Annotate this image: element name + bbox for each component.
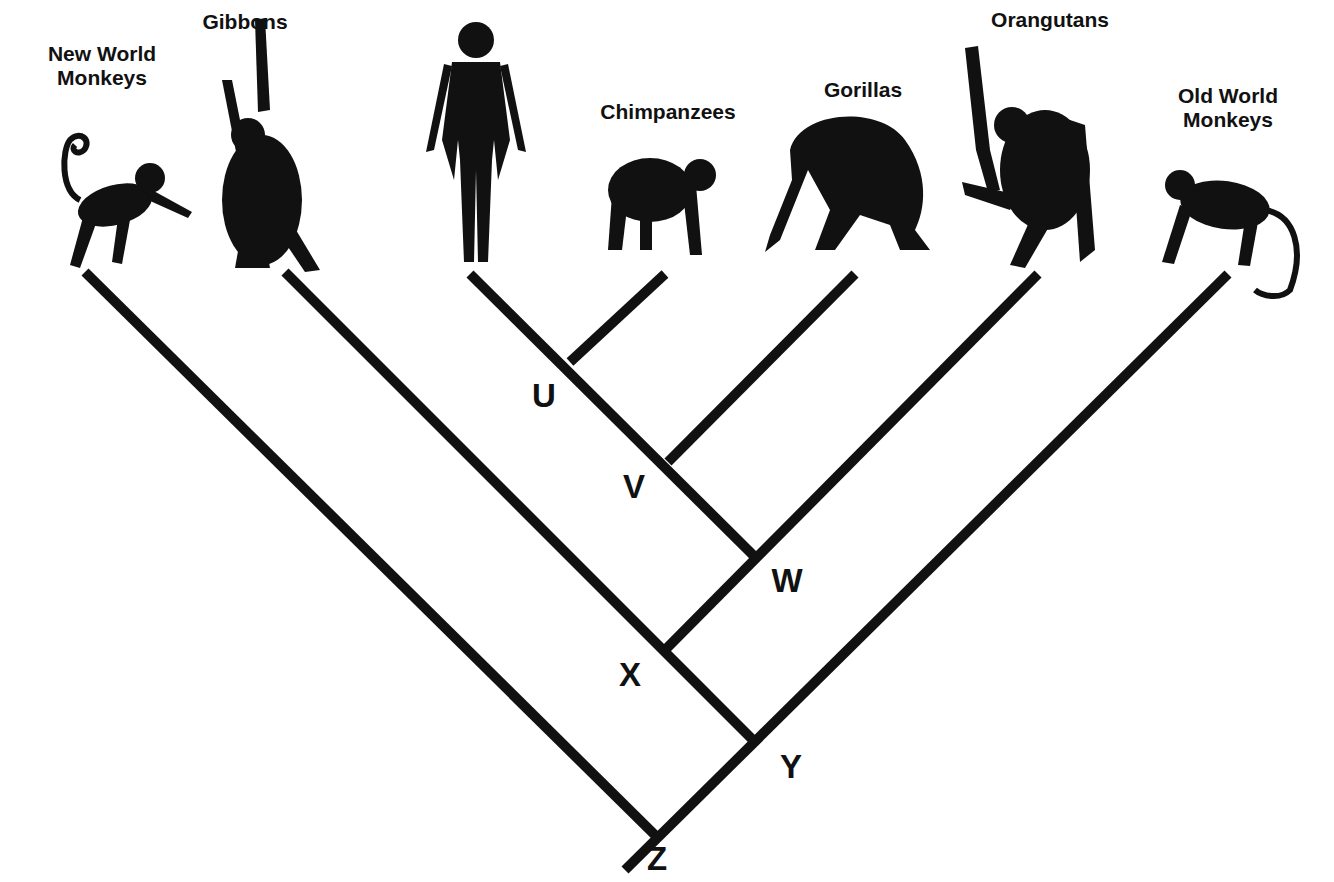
new-world-monkey-silhouette xyxy=(64,136,192,268)
branch xyxy=(285,272,755,742)
branch xyxy=(570,274,665,362)
node-letter: V xyxy=(609,468,659,506)
node-letter: U xyxy=(519,377,569,415)
taxon-label: Old World Monkeys xyxy=(1163,84,1293,132)
node-letter: W xyxy=(762,562,812,600)
taxon-label: Gibbons xyxy=(165,10,325,34)
node-letter: Z xyxy=(632,840,682,878)
node-letter: Y xyxy=(766,748,816,786)
orangutan-silhouette xyxy=(962,46,1095,268)
human-silhouette xyxy=(426,22,526,262)
branch xyxy=(665,274,1038,650)
tree-branches xyxy=(85,272,1228,870)
node-letter: X xyxy=(605,656,655,694)
chimpanzee-silhouette xyxy=(608,158,716,255)
branch xyxy=(668,274,855,462)
taxon-label: Chimpanzees xyxy=(568,100,768,124)
gibbon-silhouette xyxy=(222,18,320,272)
taxon-label: Orangutans xyxy=(970,8,1130,32)
taxon-label: Gorillas xyxy=(793,78,933,102)
old-world-monkey-silhouette xyxy=(1162,170,1297,296)
taxon-label: New World Monkeys xyxy=(37,42,167,90)
branch xyxy=(625,274,1228,870)
gorilla-silhouette xyxy=(765,117,930,252)
